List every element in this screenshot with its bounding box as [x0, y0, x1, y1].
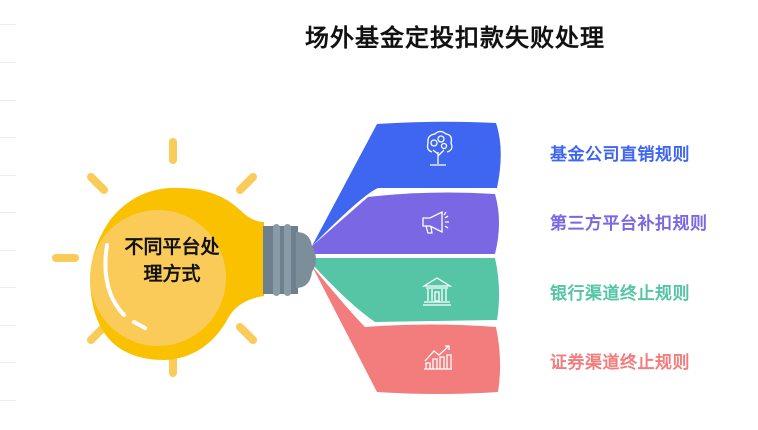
megaphone-icon: [422, 210, 449, 234]
band-blue: [312, 121, 501, 246]
left-edge-ticks: [0, 0, 16, 430]
branch-label-fund-direct: 基金公司直销规则: [550, 145, 690, 165]
center-label-line1: 不同平台处: [124, 236, 220, 258]
growth-chart-icon: [424, 345, 452, 370]
band-red: [312, 266, 501, 394]
money-tree-icon: [426, 130, 453, 166]
branch-label-securities: 证券渠道终止规则: [550, 353, 690, 373]
bank-building-icon: [421, 277, 453, 306]
band-purple: [312, 192, 499, 254]
branch-bands: [312, 121, 501, 394]
center-label-line2: 理方式: [143, 263, 201, 285]
page-title: 场外基金定投扣款失败处理: [305, 24, 605, 52]
branch-label-bank: 银行渠道终止规则: [550, 284, 690, 304]
lightbulb: [90, 187, 316, 360]
center-label: 不同平台处 理方式: [112, 234, 232, 288]
branch-label-third-party: 第三方平台补扣规则: [550, 214, 708, 234]
band-green: [312, 258, 500, 322]
